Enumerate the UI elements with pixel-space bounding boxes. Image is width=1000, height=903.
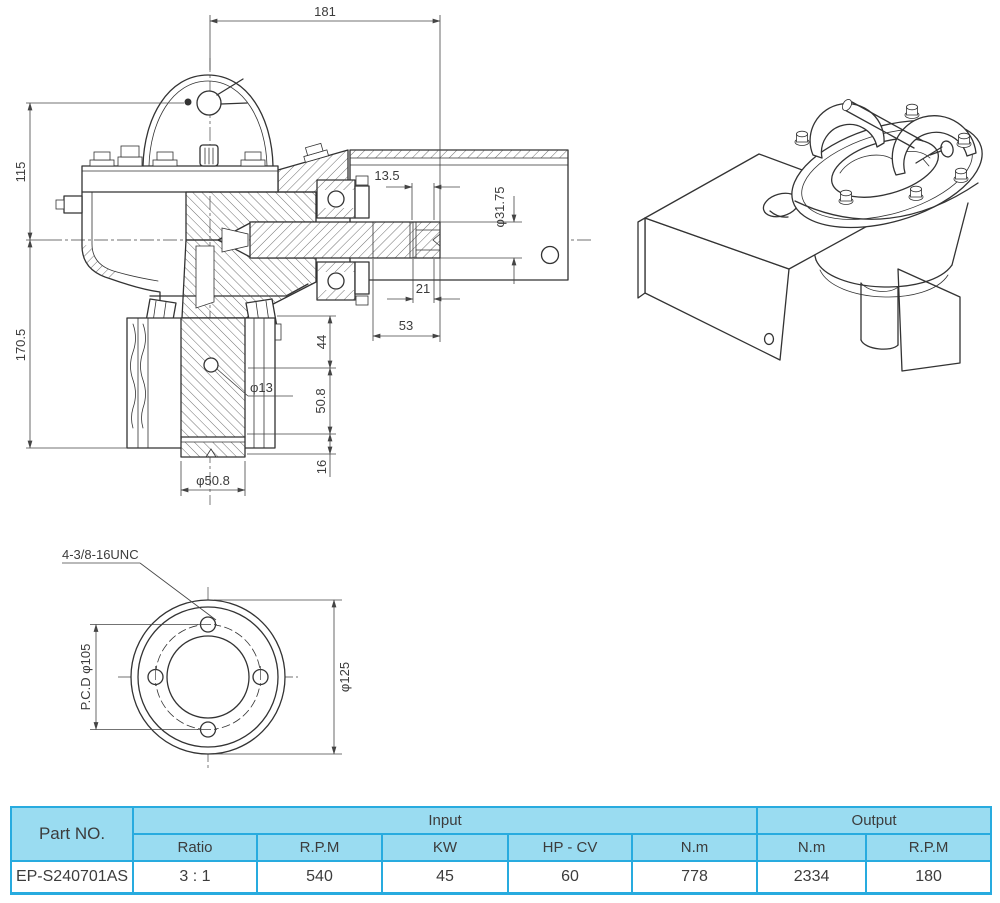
kw-value: 45 [381, 860, 509, 895]
dim-170-5: 170.5 [13, 329, 28, 362]
flange-circles [118, 587, 298, 770]
dim-pcd: P.C.D φ105 [78, 644, 93, 711]
dim-44: 44 [314, 335, 329, 349]
col-header-kw: KW [381, 833, 509, 862]
shaft-bearings [316, 175, 370, 306]
dim-181: 181 [314, 4, 336, 19]
input-group-header: Input [131, 806, 759, 835]
input-shaft [249, 221, 441, 259]
dim-dia-50-8: φ50.8 [196, 473, 230, 488]
thread-callout: 4-3/8-16UNC [62, 547, 139, 562]
iso-arch-left [809, 102, 885, 159]
dim-dia-13: φ13 [250, 380, 273, 395]
output-group-header: Output [756, 806, 993, 835]
dome-handle [142, 74, 274, 167]
iso-flange [791, 99, 983, 229]
rpm-out-value: 180 [865, 860, 993, 895]
hp-cv-value: 60 [507, 860, 633, 895]
dim-13-5: 13.5 [374, 168, 399, 183]
spec-table: Part NO. Input Output Ratio R.P.M KW HP … [10, 806, 993, 895]
dim-50-8v: 50.8 [313, 388, 328, 413]
dimensions: 181 115 170.5 13.5 φ31.75 [13, 4, 522, 496]
dim-53: 53 [399, 318, 413, 333]
flange-view: 4-3/8-16UNC P.C.D φ105 φ125 [62, 547, 352, 770]
isometric-view [637, 99, 983, 372]
cross-hole [203, 357, 219, 373]
nm-out-value: 2334 [756, 860, 868, 895]
col-header-rpm-in: R.P.M [256, 833, 383, 862]
rpm-in-value: 540 [256, 860, 383, 895]
part-no-header: Part NO. [10, 806, 134, 862]
gear-cluster-section [181, 191, 317, 319]
iso-crank-stub [940, 140, 954, 158]
nm-in-value: 778 [630, 860, 759, 895]
iso-arch-right [891, 115, 977, 176]
dim-21: 21 [416, 281, 430, 296]
iso-body-lower [801, 202, 969, 350]
col-header-hp-cv: HP - CV [507, 833, 633, 862]
gearbox-housing [55, 142, 349, 319]
flange-dimensions: 4-3/8-16UNC P.C.D φ105 φ125 [62, 547, 352, 755]
col-header-nm-in: N.m [630, 833, 759, 862]
guard-side-hole [763, 332, 775, 346]
col-header-rpm-out: R.P.M [865, 833, 993, 862]
dim-115: 115 [13, 162, 28, 183]
ratio-value: 3 : 1 [132, 860, 258, 895]
col-header-ratio: Ratio [132, 833, 258, 862]
dim-dia-31-75: φ31.75 [492, 187, 507, 228]
oil-port [196, 90, 222, 116]
col-header-nm-out: N.m [756, 833, 868, 862]
dim-od: φ125 [337, 662, 352, 692]
guard-hole [540, 245, 560, 265]
iso-bracket [897, 268, 961, 372]
table-row: EP-S240701AS 3 : 1 540 45 60 778 2334 18… [10, 860, 993, 895]
part-no-value: EP-S240701AS [10, 860, 134, 895]
iso-guard [637, 153, 903, 361]
front-section-view: 181 115 170.5 13.5 φ31.75 [13, 4, 592, 505]
dim-16: 16 [314, 460, 329, 474]
output-shaft [126, 317, 276, 458]
side-plug [63, 195, 83, 214]
